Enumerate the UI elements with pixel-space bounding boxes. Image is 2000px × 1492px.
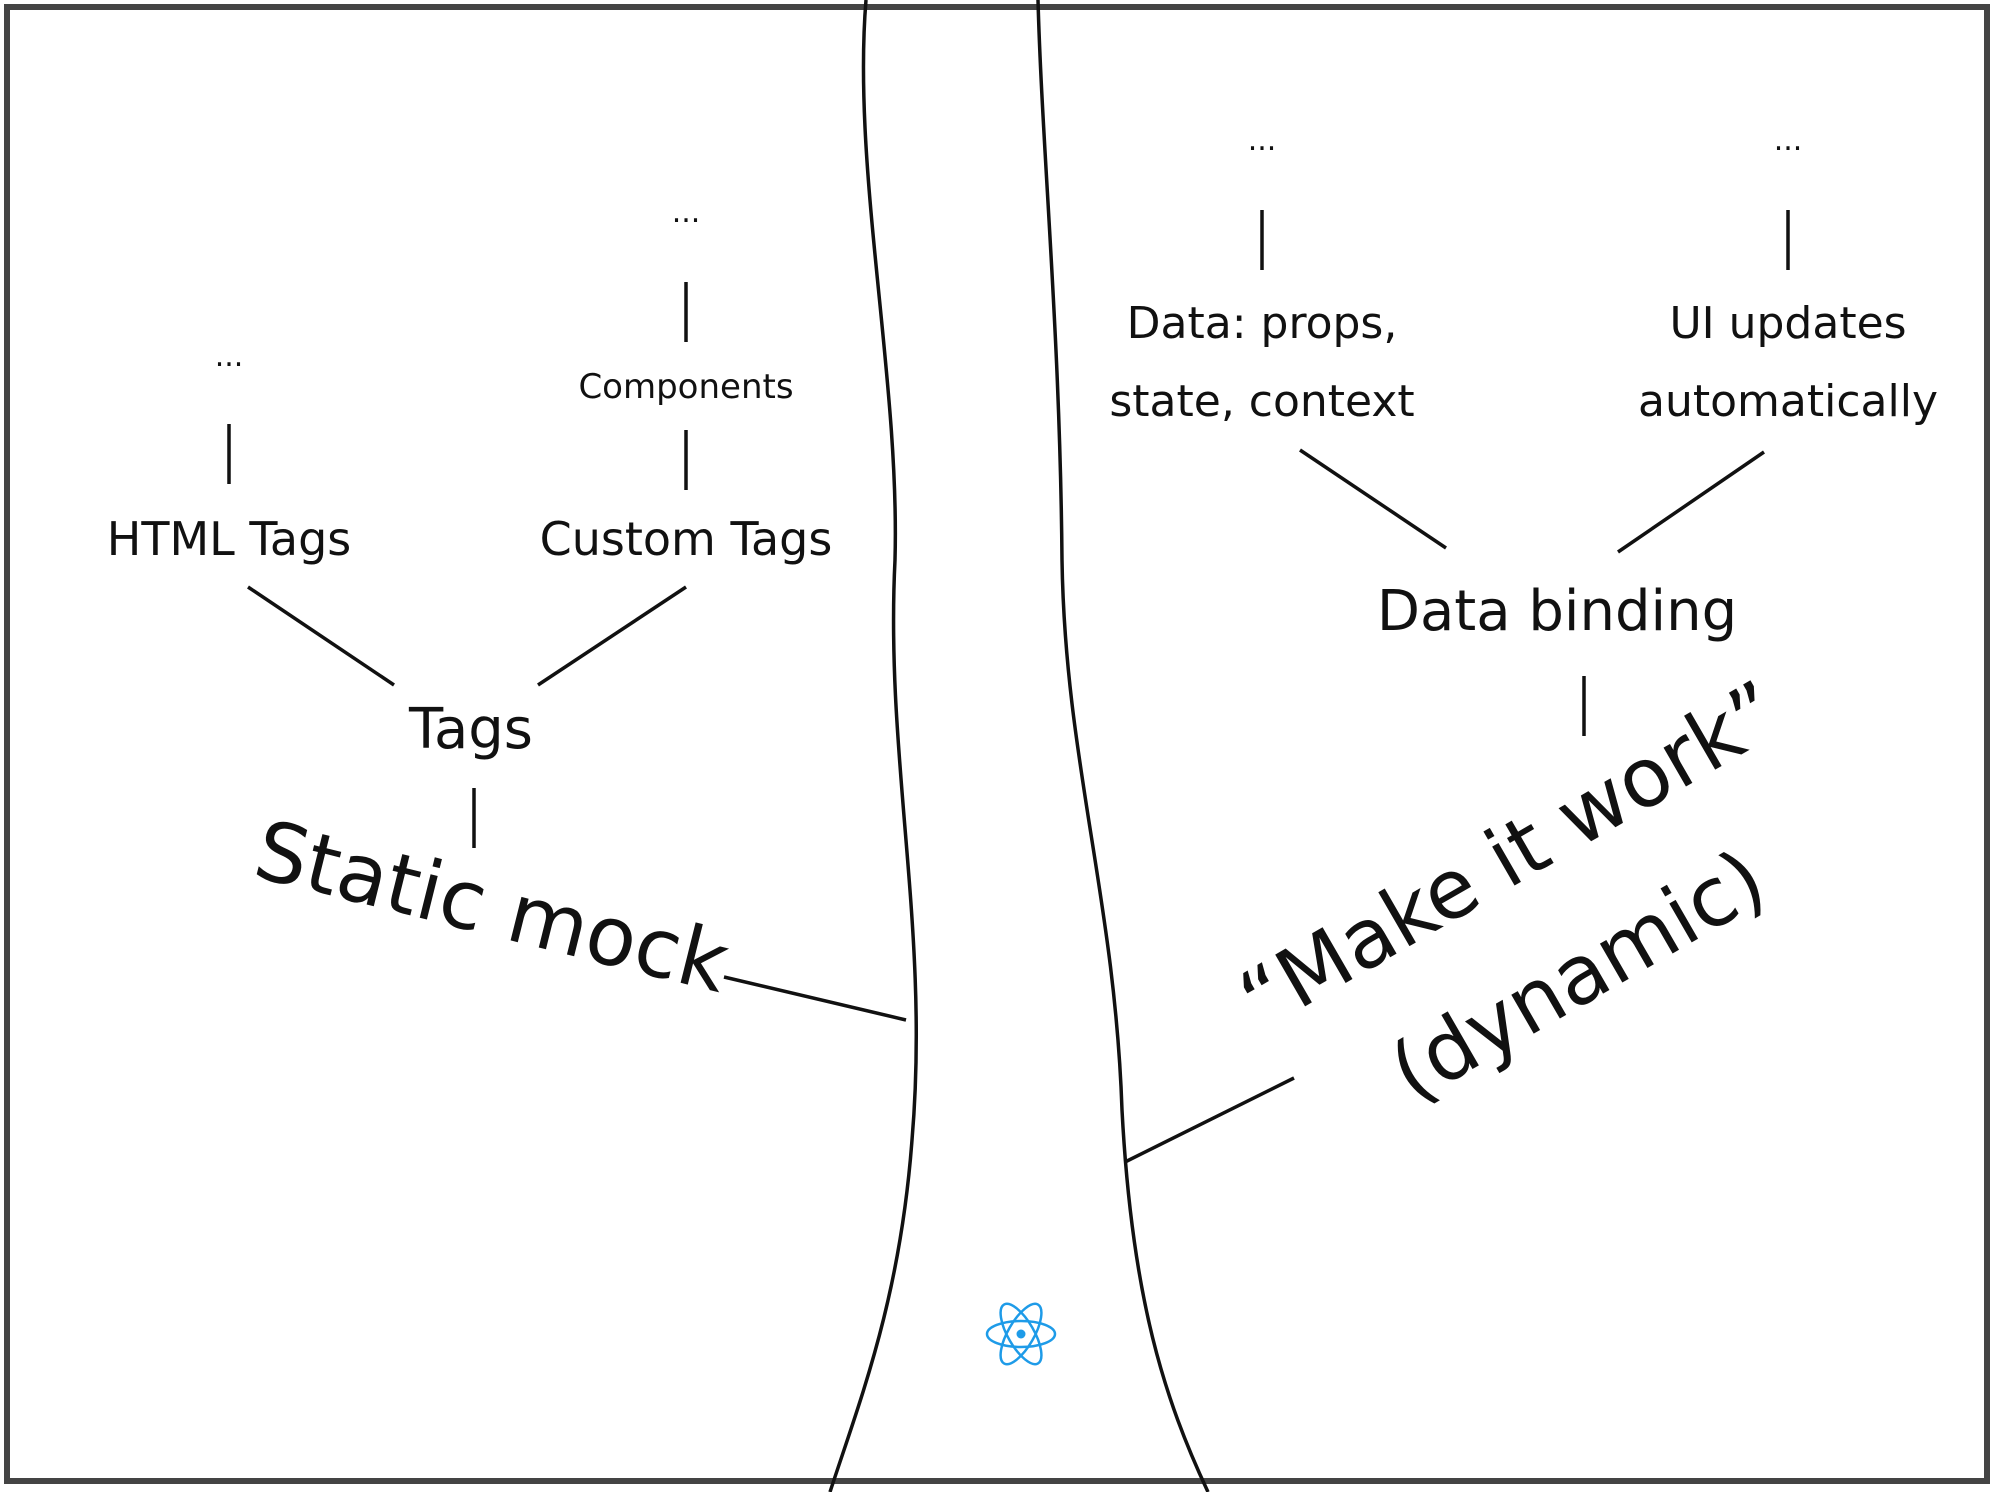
trunk-left-edge [828,0,919,1492]
branch-label-static-mock: Static mock [246,803,738,1012]
node-components: Components [578,367,793,407]
diagram-frame [4,4,1990,1484]
node-components-ellipsis: ... [672,195,701,230]
node-data-props-ellipsis: ... [1248,123,1277,158]
node-data-props-line2: state, context [1109,376,1414,427]
node-html-tags: HTML Tags [107,512,351,566]
node-ui-updates-line2: automatically [1638,376,1938,427]
connector-static-mock-trunk [723,975,907,1022]
connector-html-tags-tags [247,585,395,687]
connector-data-props-binding [1299,448,1447,550]
connector-custom-tags-tags [537,585,687,687]
react-atom-icon [985,1302,1057,1366]
node-data-binding: Data binding [1377,579,1737,644]
node-ui-updates-line1: UI updates [1669,298,1906,349]
node-data-props-line1: Data: props, [1127,298,1398,349]
trunk-right-edge [1036,0,1210,1492]
connector-ui-updates-binding [1617,450,1765,554]
node-html-tags-ellipsis: ... [215,339,244,374]
node-custom-tags: Custom Tags [540,512,833,566]
node-tags: Tags [408,697,533,762]
connector-make-it-work-trunk [1124,1076,1295,1164]
node-ui-updates-ellipsis: ... [1774,123,1803,158]
